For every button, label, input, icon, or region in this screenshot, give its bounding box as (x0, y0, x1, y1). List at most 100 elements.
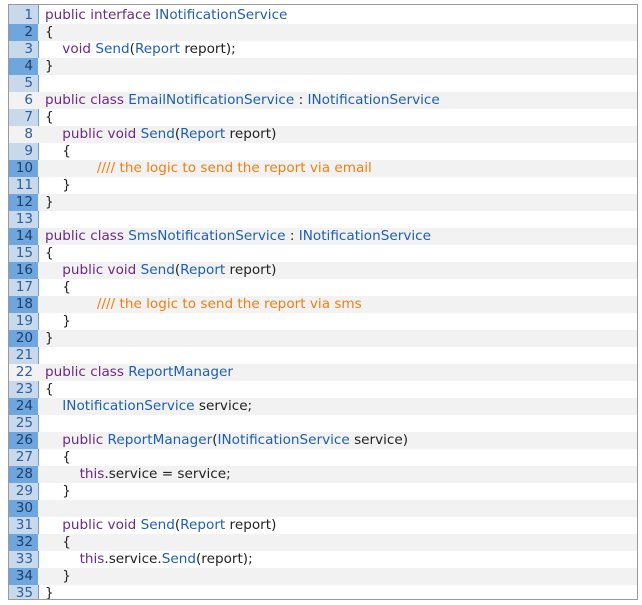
code-line: 24 INotificationService service; (9, 398, 637, 415)
code-token (45, 551, 80, 567)
line-number: 28 (9, 466, 38, 483)
code-line: 1 public interface INotificationService (9, 7, 637, 24)
line-number: 17 (15, 279, 33, 295)
line-number: 22 (15, 364, 33, 380)
code-identifier: Report (134, 41, 181, 57)
code-text: //// the logic to send the report via em… (45, 160, 372, 177)
line-number: 31 (15, 517, 33, 533)
code-text: public void Send(Report report) (45, 262, 276, 279)
code-token: report) (225, 262, 277, 278)
line-number: 7 (24, 109, 33, 125)
code-line: 35} (9, 585, 637, 600)
line-number: 11 (15, 177, 33, 193)
code-token: { (45, 279, 71, 295)
code-keyword: public void (62, 517, 141, 533)
code-token (45, 466, 80, 482)
code-identifier: Report (180, 126, 226, 142)
code-text: //// the logic to send the report via sm… (45, 296, 362, 313)
code-line: 30 (9, 500, 637, 517)
code-token: ( (212, 432, 218, 448)
line-number: 13 (15, 211, 33, 227)
code-token: (report); (195, 551, 253, 567)
code-token: } (45, 585, 54, 600)
code-text: } (45, 330, 54, 347)
code-text: { (45, 245, 54, 262)
code-identifier: INotificationService (217, 432, 350, 448)
line-number: 18 (9, 296, 38, 313)
code-token: report) (225, 517, 277, 533)
code-text: { (45, 279, 71, 296)
code-token: : (285, 228, 299, 244)
code-text: } (45, 177, 71, 194)
code-text: this.service = service; (45, 466, 231, 483)
code-keyword: public void (62, 126, 141, 142)
code-text: public class SmsNotificationService : IN… (45, 228, 431, 245)
code-identifier: Report (180, 262, 226, 278)
code-identifier: INotificationService (307, 92, 440, 108)
code-line: 34 } (9, 568, 637, 585)
code-keyword: this (79, 466, 105, 482)
code-keyword: public interface (45, 7, 156, 23)
code-token: { (45, 24, 54, 40)
line-number: 8 (24, 126, 33, 142)
line-number: 21 (15, 347, 33, 363)
code-identifier: Send (140, 517, 175, 533)
code-text: } (45, 568, 71, 585)
code-token (45, 517, 62, 533)
code-line: 12} (9, 194, 637, 211)
code-token: report); (180, 41, 236, 57)
code-token: report) (225, 126, 277, 142)
code-line: 29 } (9, 483, 637, 500)
code-line: 9 { (9, 143, 637, 160)
code-text: public interface INotificationService (45, 7, 287, 24)
code-line: 8 public void Send(Report report) (9, 126, 637, 143)
code-keyword: this (79, 551, 105, 567)
line-number: 1 (24, 7, 33, 23)
line-number: 15 (15, 245, 33, 261)
code-text: { (45, 449, 71, 466)
line-number: 10 (9, 160, 38, 177)
code-text: public ReportManager(INotificationServic… (45, 432, 408, 449)
code-token: } (45, 177, 71, 193)
code-line: 32 { (9, 534, 637, 551)
code-text: } (45, 313, 71, 330)
code-token: { (45, 534, 71, 550)
code-identifier: INotificationService (298, 228, 431, 244)
code-text: } (45, 194, 54, 211)
line-number: 24 (9, 398, 38, 415)
code-text: this.service.Send(report); (45, 551, 253, 568)
line-number: 19 (15, 313, 33, 329)
code-token (45, 126, 62, 142)
code-token: .service = service; (104, 466, 231, 482)
line-number: 16 (9, 262, 38, 279)
code-line: 33 this.service.Send(report); (9, 551, 637, 568)
code-line: 15 { (9, 245, 637, 262)
code-token (45, 398, 62, 414)
code-token (45, 262, 62, 278)
code-line: 17 { (9, 279, 637, 296)
code-text: { (45, 109, 54, 126)
code-line: 20} (9, 330, 637, 347)
code-text: INotificationService service; (45, 398, 252, 415)
code-token: { (45, 245, 54, 261)
code-token: { (45, 143, 71, 159)
code-token: ( (174, 126, 181, 142)
code-text: { (45, 534, 71, 551)
code-identifier: INotificationService (62, 398, 195, 414)
code-identifier: Send (140, 126, 175, 142)
line-number: 4 (9, 58, 38, 75)
line-number: 23 (15, 381, 33, 397)
code-text: } (45, 58, 54, 75)
code-line: 11 } (9, 177, 637, 194)
line-number: 14 (9, 228, 38, 245)
line-number: 3 (24, 41, 33, 57)
line-number: 9 (24, 143, 33, 159)
line-number: 35 (15, 585, 33, 600)
code-line: 13 (9, 211, 637, 228)
code-token: { (45, 381, 54, 397)
code-line: 4} (9, 58, 637, 75)
code-line: 16 public void Send(Report report) (9, 262, 637, 279)
code-line: 14 public class SmsNotificationService : … (9, 228, 637, 245)
code-token: } (45, 483, 71, 499)
